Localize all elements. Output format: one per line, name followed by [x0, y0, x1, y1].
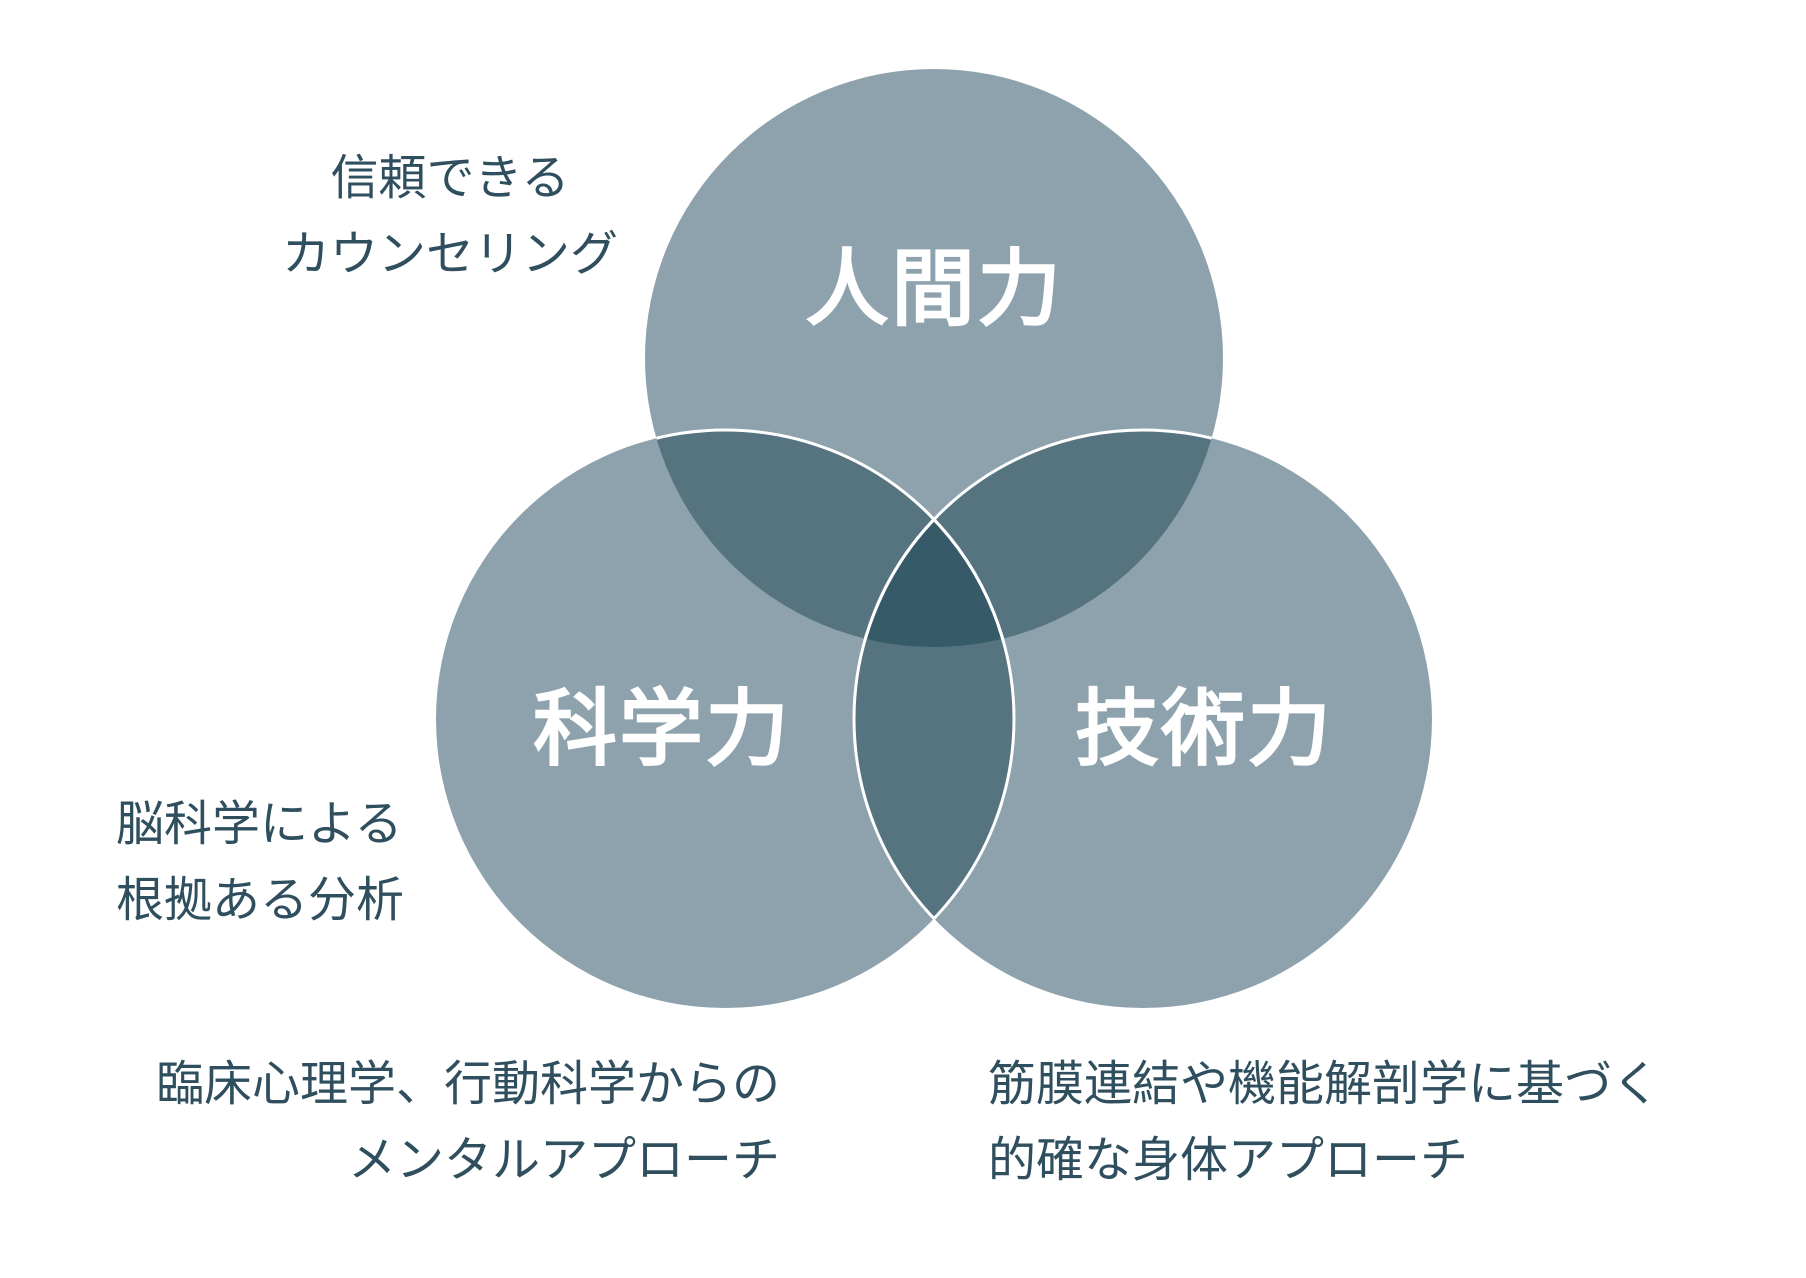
caption-brain-line-2: 根拠ある分析 — [116, 872, 405, 928]
overlap-human-science — [645, 430, 1014, 647]
caption-physical-line-1: 筋膜連結や機能解剖学に基づく — [988, 1056, 1661, 1112]
caption-mental-line-1: 臨床心理学、行動科学からの — [155, 1056, 780, 1112]
outline-science-right — [854, 430, 1016, 1008]
caption-counseling: 信頼できる カウンセリング — [260, 140, 640, 292]
caption-mental-approach: 臨床心理学、行動科学からの メンタルアプローチ — [100, 1046, 780, 1198]
label-human: 人間力 — [805, 240, 1063, 338]
outline-science — [645, 428, 1016, 647]
outline-technique — [852, 430, 1014, 1008]
caption-counseling-line-2: カウンセリング — [281, 226, 618, 282]
caption-physical-line-2: 的確な身体アプローチ — [988, 1132, 1469, 1188]
label-science: 科学力 — [533, 680, 791, 778]
caption-physical-approach: 筋膜連結や機能解剖学に基づく 的確な身体アプローチ — [988, 1046, 1728, 1198]
caption-mental-line-2: メンタルアプローチ — [347, 1132, 780, 1188]
caption-counseling-line-1: 信頼できる — [330, 150, 570, 206]
overlap-human-technique — [854, 430, 1223, 647]
caption-brain-line-1: 脳科学による — [116, 796, 403, 852]
caption-brain-science: 脳科学による 根拠ある分析 — [116, 786, 436, 938]
outline-technique-top — [852, 428, 1223, 647]
label-technique: 技術力 — [1075, 680, 1333, 778]
